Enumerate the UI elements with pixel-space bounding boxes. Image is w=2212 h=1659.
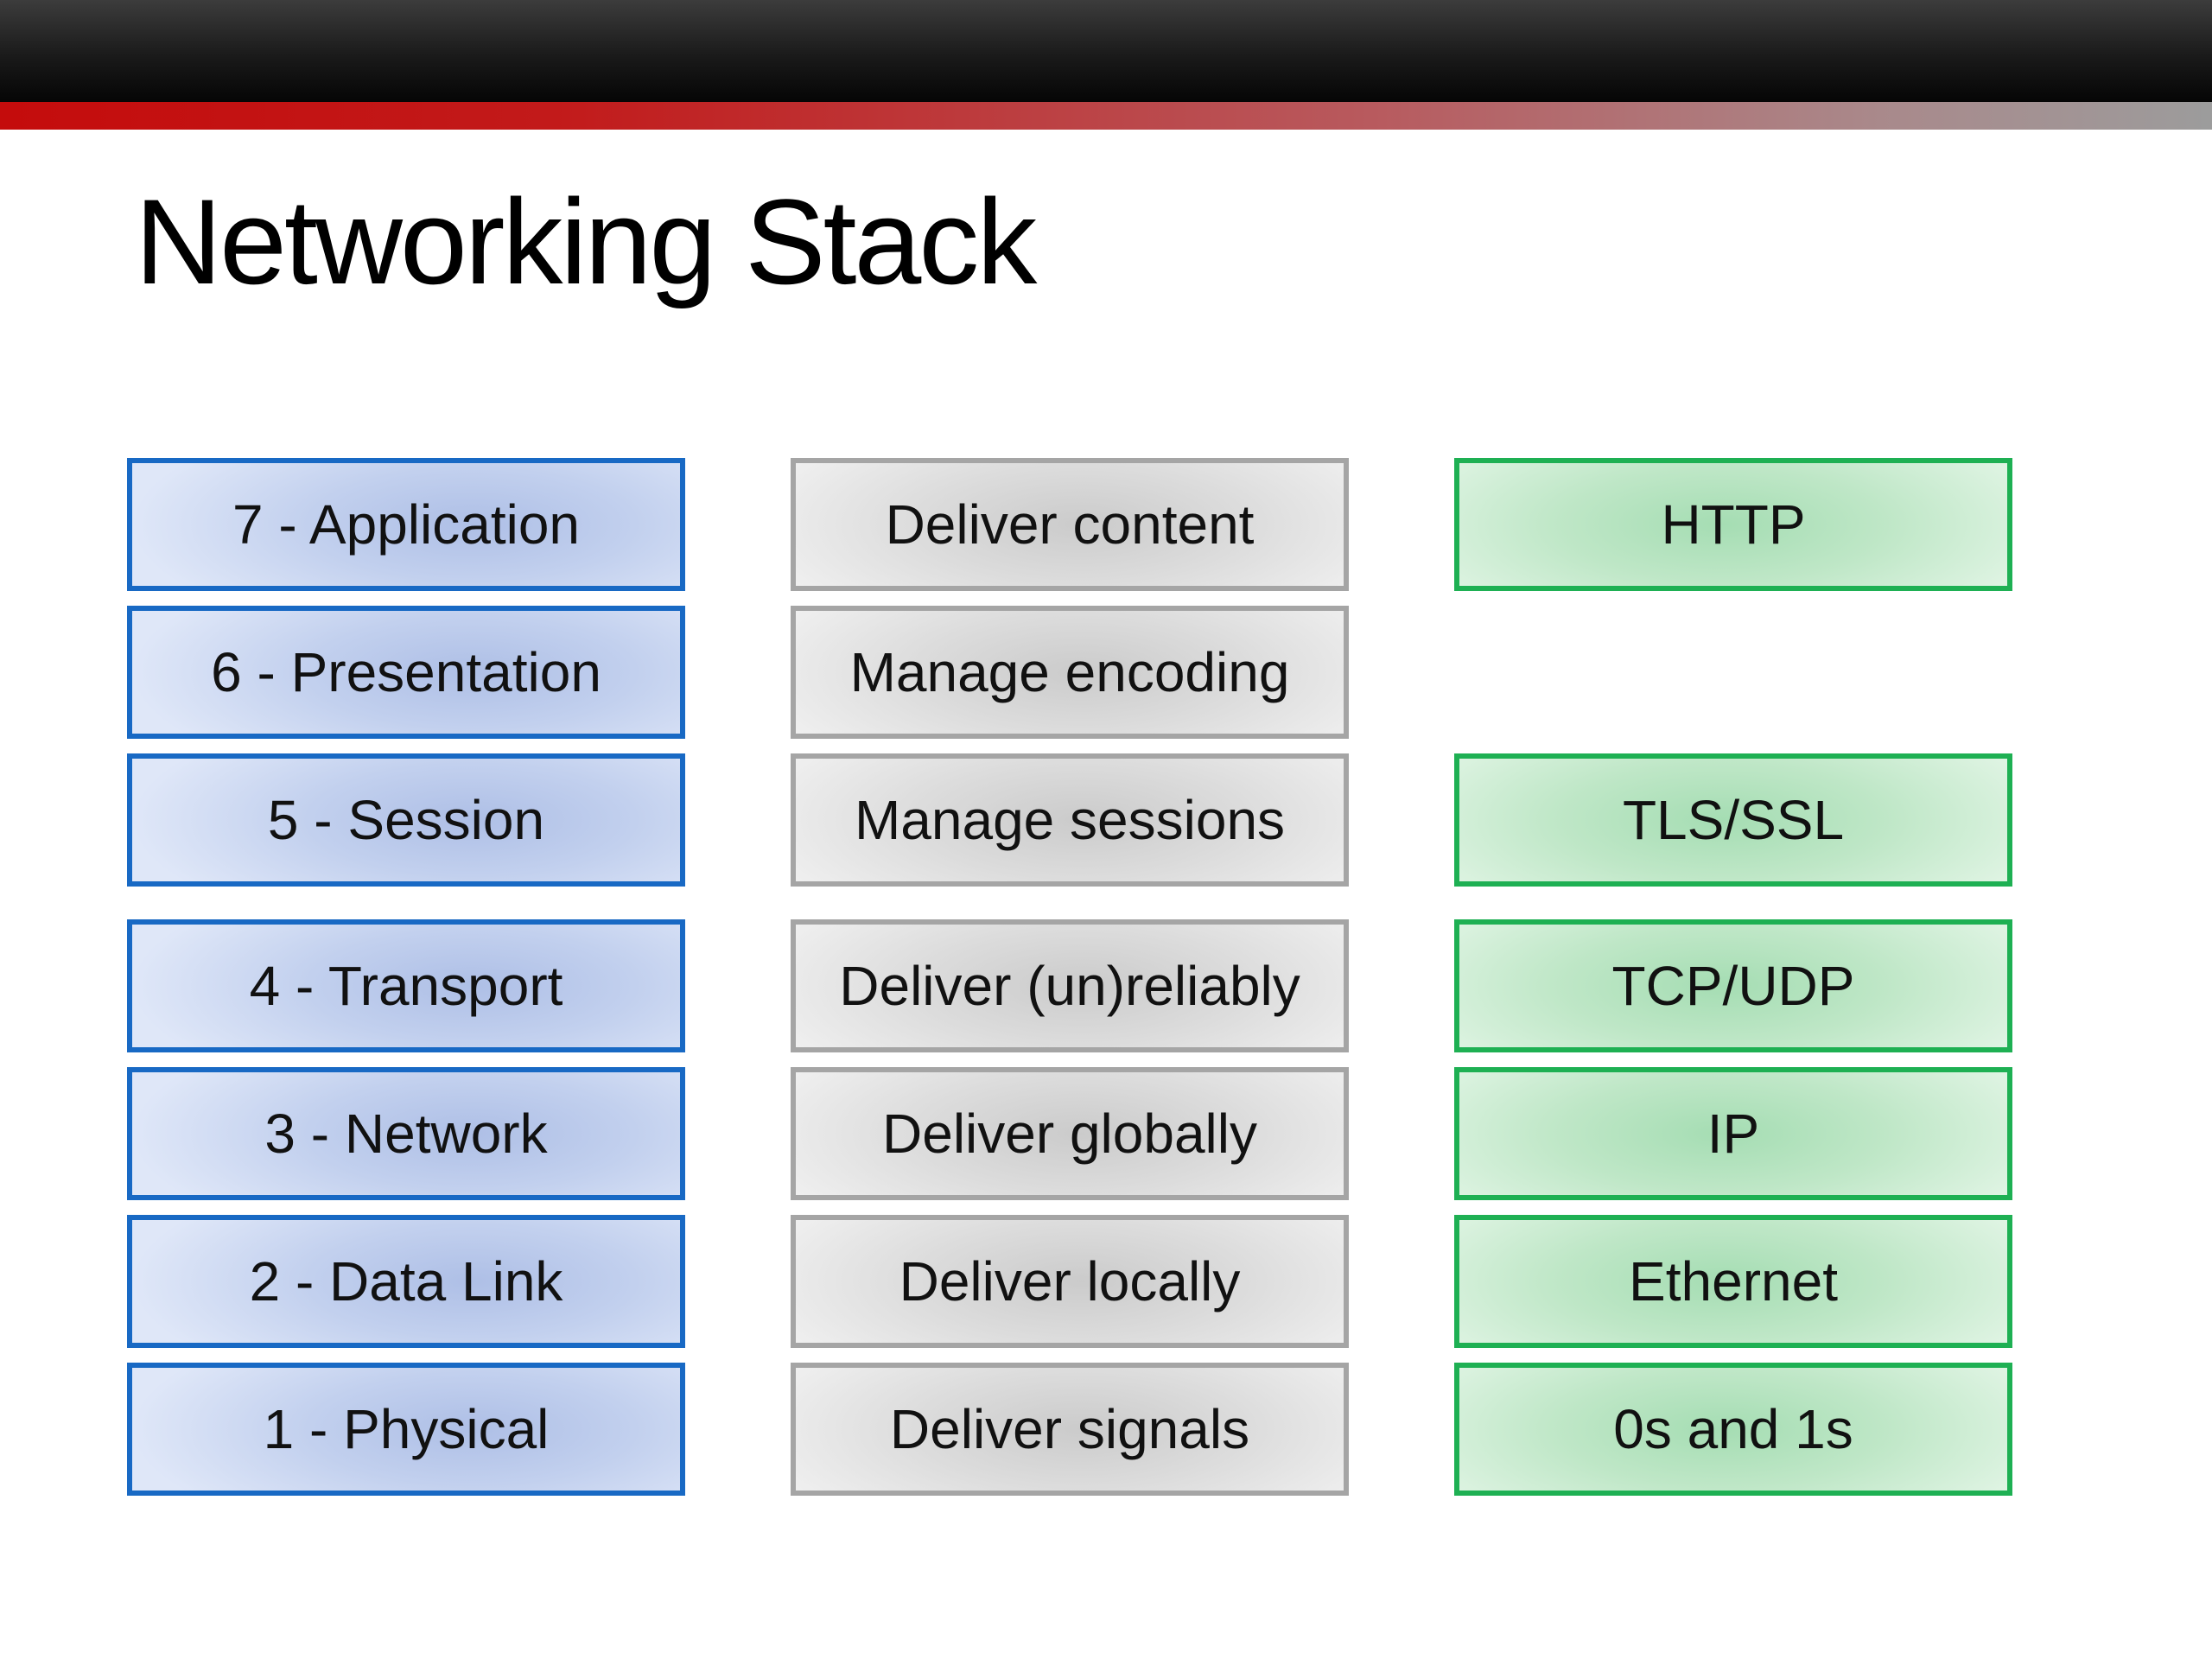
layer-box-transport: 4 - Transport — [127, 919, 685, 1052]
layer-box-presentation: 6 - Presentation — [127, 606, 685, 739]
layer-box-application: 7 - Application — [127, 458, 685, 591]
layer-box-session: 5 - Session — [127, 753, 685, 887]
layer-box-network: 3 - Network — [127, 1067, 685, 1200]
slide-title: Networking Stack — [135, 174, 1037, 309]
header-bar — [0, 0, 2212, 102]
accent-stripe — [0, 102, 2212, 130]
protocol-box-transport: TCP/UDP — [1454, 919, 2012, 1052]
protocol-box-application: HTTP — [1454, 458, 2012, 591]
purpose-box-transport: Deliver (un)reliably — [791, 919, 1349, 1052]
purpose-box-network: Deliver globally — [791, 1067, 1349, 1200]
purpose-box-session: Manage sessions — [791, 753, 1349, 887]
layer-box-data-link: 2 - Data Link — [127, 1215, 685, 1348]
protocol-box-network: IP — [1454, 1067, 2012, 1200]
purpose-box-physical: Deliver signals — [791, 1363, 1349, 1496]
protocol-box-data-link: Ethernet — [1454, 1215, 2012, 1348]
protocol-box-session: TLS/SSL — [1454, 753, 2012, 887]
purpose-box-presentation: Manage encoding — [791, 606, 1349, 739]
protocol-box-physical: 0s and 1s — [1454, 1363, 2012, 1496]
purpose-box-application: Deliver content — [791, 458, 1349, 591]
purpose-box-data-link: Deliver locally — [791, 1215, 1349, 1348]
layer-box-physical: 1 - Physical — [127, 1363, 685, 1496]
